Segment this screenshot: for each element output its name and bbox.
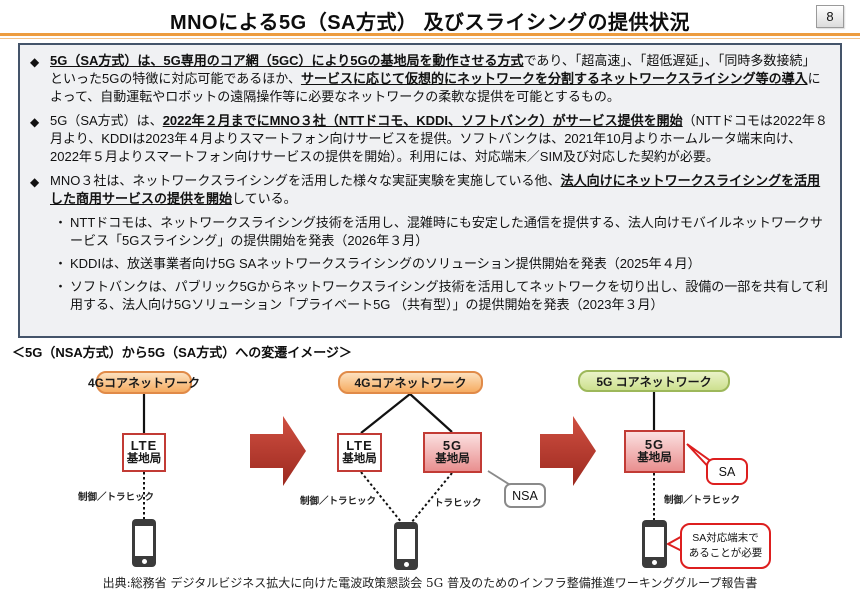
text-segment: サービスに応じて仮想的にネットワークを分割するネットワークスライシング等の導入	[300, 71, 808, 86]
text-segment: （NTTドコモは2022年８月より、KDDIは2023年４月よりスマートフォン向…	[50, 113, 828, 164]
bullet-text: 5G（SA方式）は、2022年２月までにMNO３社（NTTドコモ、KDDI、ソフ…	[50, 112, 828, 166]
text-segment: 法人向けにネットワークスライシングを活用した商用サービスの提供を開始	[50, 173, 821, 206]
smartphone-icon	[394, 522, 418, 570]
text-segment: 5G（SA方式）は、5G専用のコア網（5GC）により5Gの基地局を動作させる方式	[50, 53, 524, 68]
sub-bullet-kddi: ・ KDDIは、放送事業者向け5G SAネットワークスライシングのソリューション…	[54, 255, 828, 273]
phone-home-button	[652, 560, 657, 565]
core-network-4g-box: 4Gコアネットワーク	[338, 371, 483, 394]
bs-label-line1: LTE	[346, 437, 373, 453]
dot-bullet-icon: ・	[54, 215, 68, 230]
sub-bullet-text: ソフトバンクは、パブリック5Gからネットワークスライシング技術を活用してネットワ…	[70, 279, 828, 312]
text-segment: MNO３社は、ネットワークスライシングを活用した様々な実証実験を実施している他、	[50, 173, 561, 188]
sub-bullet-docomo: ・ NTTドコモは、ネットワークスライシング技術を活用し、混雑時にも安定した通信…	[54, 214, 828, 250]
core-network-4g-box: 4Gコアネットワーク	[88, 371, 200, 394]
sa-device-line1: SA対応端末で	[692, 532, 759, 545]
sub-bullet-softbank: ・ ソフトバンクは、パブリック5Gからネットワークスライシング技術を活用してネッ…	[54, 278, 828, 314]
bs-label-line1: LTE	[130, 437, 158, 453]
text-segment: 2022年２月までにMNO３社（NTTドコモ、KDDI、ソフトバンク）がサービス…	[162, 113, 683, 128]
nr-base-station-box: 5G 基地局	[423, 432, 482, 473]
dot-bullet-icon: ・	[54, 279, 68, 294]
link-label: 制御／トラヒック	[664, 495, 741, 506]
smartphone-icon	[132, 519, 156, 567]
diamond-bullet-icon: ◆	[30, 175, 40, 189]
sa-device-line2: あることが必要	[688, 547, 763, 559]
bs-label-line2: 基地局	[126, 453, 162, 466]
bs-label-line2: 基地局	[342, 453, 377, 466]
bullet-text: 5G（SA方式）は、5G専用のコア網（5GC）により5Gの基地局を動作させる方式…	[50, 52, 828, 106]
link-label: 制御／トラヒック	[300, 496, 377, 507]
transition-arrow-icon	[250, 416, 306, 486]
title-rule-shadow	[0, 38, 860, 39]
page-number-badge: 8	[816, 5, 844, 28]
lte-base-station-box: LTE 基地局	[122, 433, 166, 472]
sub-bullet-text: NTTドコモは、ネットワークスライシング技術を活用し、混雑時にも安定した通信を提…	[70, 215, 823, 248]
diamond-bullet-icon: ◆	[30, 55, 40, 69]
bs-label-line1: 5G	[442, 437, 463, 453]
page-title: MNOによる5G（SA方式） 及びスライシングの提供状況	[169, 12, 691, 34]
text-segment: であり、「超高速」、「超低遅延」、「同時多数接続」といった5Gの特徴に対応可能で…	[50, 53, 816, 86]
bs-label-line1: 5G	[644, 436, 665, 452]
phone-home-button	[141, 559, 147, 564]
source-citation: 出典:総務省 デジタルビジネス拡大に向けた電波政策懇談会 5G 普及のためのイン…	[102, 576, 758, 590]
bullet-slicing-services: ◆ MNO３社は、ネットワークスライシングを活用した様々な実証実験を実施している…	[30, 172, 828, 208]
nsa-callout: NSA	[504, 483, 546, 508]
sa-device-callout: SA対応端末で あることが必要	[680, 523, 771, 569]
link-label: トラヒック	[434, 498, 482, 509]
transition-arrow-icon	[540, 416, 596, 486]
bs-label-line2: 基地局	[435, 453, 470, 466]
sub-bullet-text: KDDIは、放送事業者向け5G SAネットワークスライシングのソリューション提供…	[70, 256, 701, 271]
diamond-bullet-icon: ◆	[30, 115, 40, 129]
transition-diagram: 4Gコアネットワーク LTE 基地局 制御／トラヒック 4Gコアネットワーク L…	[0, 362, 860, 574]
core-network-5g-box: 5G コアネットワーク	[578, 370, 730, 392]
smartphone-icon	[642, 520, 667, 568]
link-label: 制御／トラヒック	[78, 492, 155, 503]
text-segment: によって、自動運転やロボットの遠隔操作等に必要なネットワークの柔軟な提供を可能と…	[50, 71, 821, 104]
phone-screen	[397, 529, 415, 559]
phone-screen	[135, 526, 153, 556]
phone-screen	[645, 527, 664, 557]
bullet-text: MNO３社は、ネットワークスライシングを活用した様々な実証実験を実施している他、…	[50, 172, 828, 208]
diagram-connectors	[142, 392, 717, 555]
bs-label-line2: 基地局	[637, 452, 672, 465]
sa-callout: SA	[706, 458, 748, 485]
lte-base-station-box: LTE 基地局	[337, 433, 382, 472]
nr-base-station-box: 5G 基地局	[624, 430, 685, 473]
phone-home-button	[403, 562, 409, 567]
summary-box: ◆ 5G（SA方式）は、5G専用のコア網（5GC）により5Gの基地局を動作させる…	[18, 43, 842, 338]
title-rule	[0, 33, 860, 36]
bullet-sa-overview: ◆ 5G（SA方式）は、5G専用のコア網（5GC）により5Gの基地局を動作させる…	[30, 52, 828, 106]
dot-bullet-icon: ・	[54, 256, 68, 271]
diagram-caption: ＜5G（NSA方式）から5G（SA方式）への変遷イメージ＞	[12, 345, 352, 360]
bullet-service-start: ◆ 5G（SA方式）は、2022年２月までにMNO３社（NTTドコモ、KDDI、…	[30, 112, 828, 166]
text-segment: している。	[232, 191, 297, 206]
text-segment: 5G（SA方式）は、	[50, 113, 163, 128]
